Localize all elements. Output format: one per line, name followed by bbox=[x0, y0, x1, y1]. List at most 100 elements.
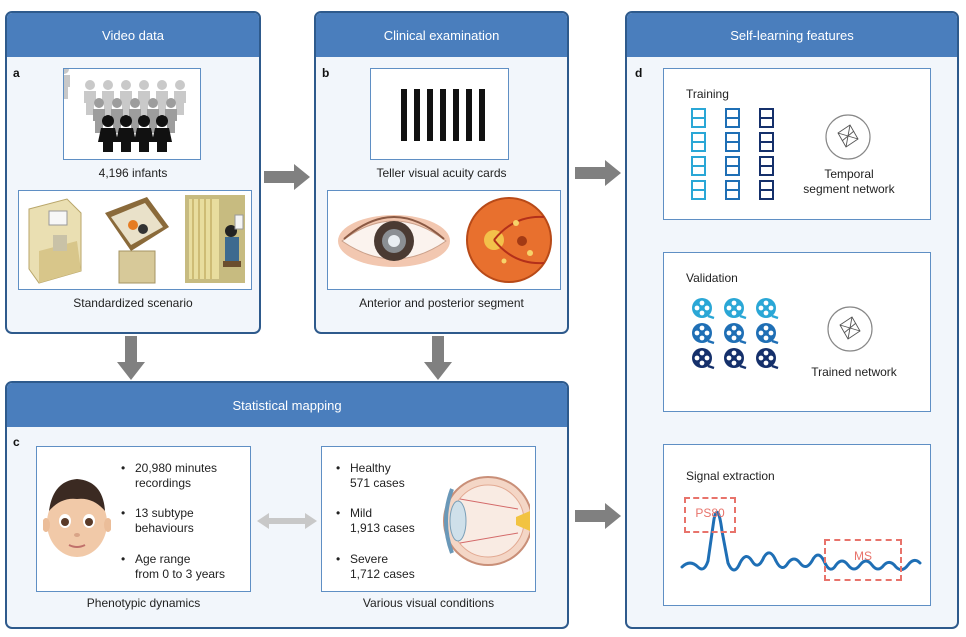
bullet-item: • Age range from 0 to 3 years bbox=[121, 552, 225, 582]
panel-header: Clinical examination bbox=[316, 13, 567, 57]
film-reel-item-icon bbox=[692, 323, 715, 345]
ps80-tag: PS80 bbox=[695, 506, 725, 520]
bullet-line1: Age range bbox=[135, 552, 191, 566]
film-frame-icon bbox=[725, 156, 740, 176]
panel-self-learning: Self-learning features d Training Tempor… bbox=[625, 11, 959, 629]
film-frame-icon bbox=[725, 180, 740, 200]
film-reel-item-icon bbox=[756, 298, 779, 320]
bullet-line2: 1,712 cases bbox=[350, 567, 415, 581]
arrow-b-to-c bbox=[424, 336, 452, 380]
film-frame-icon bbox=[759, 180, 774, 200]
teller-card-icon bbox=[401, 89, 485, 141]
film-frame-icon bbox=[691, 180, 706, 200]
training-box: Training Temporal segment network bbox=[663, 68, 931, 220]
film-reel-item-icon bbox=[692, 348, 715, 370]
bullet-item: • 13 subtype behaviours bbox=[121, 506, 194, 536]
panel-header: Video data bbox=[7, 13, 259, 57]
segment-caption: Anterior and posterior segment bbox=[359, 296, 524, 310]
panel-clinical-examination: Clinical examination b Teller visual acu… bbox=[314, 11, 569, 334]
film-strip-icon bbox=[691, 108, 774, 200]
film-reel-item-icon bbox=[692, 298, 715, 320]
training-network-label: Temporal segment network bbox=[794, 167, 904, 197]
network-icon bbox=[825, 114, 871, 160]
validation-title: Validation bbox=[686, 271, 738, 285]
phenotype-caption: Phenotypic dynamics bbox=[86, 596, 201, 610]
teller-card-box bbox=[370, 68, 509, 160]
film-reel-item-icon bbox=[756, 323, 779, 345]
conditions-caption: Various visual conditions bbox=[362, 596, 495, 610]
film-frame-icon bbox=[691, 108, 706, 128]
bullet-line2: recordings bbox=[135, 476, 192, 490]
signal-title: Signal extraction bbox=[686, 469, 775, 483]
film-reel-item-icon bbox=[756, 348, 779, 370]
panel-header: Self-learning features bbox=[627, 13, 957, 57]
film-reel-icon bbox=[692, 298, 779, 370]
eye-crosssection-illustration bbox=[443, 476, 530, 566]
film-frame-icon bbox=[759, 156, 774, 176]
bullet-dot: • bbox=[121, 461, 126, 475]
bullet-line1: 13 subtype bbox=[135, 506, 194, 520]
bullet-dot: • bbox=[121, 552, 126, 566]
bullet-dot: • bbox=[121, 506, 126, 520]
arrow-a-to-c bbox=[117, 336, 145, 380]
bullet-item: • Healthy 571 cases bbox=[336, 461, 405, 491]
infants-caption: 4,196 infants bbox=[98, 166, 168, 180]
bullet-item: • 20,980 minutes recordings bbox=[121, 461, 217, 491]
film-frame-icon bbox=[759, 132, 774, 152]
double-arrow-icon bbox=[257, 513, 317, 529]
bullet-line1: Healthy bbox=[350, 461, 391, 475]
network-label-line2: segment network bbox=[803, 182, 895, 196]
bullet-line2: 1,913 cases bbox=[350, 521, 415, 535]
signal-box: Signal extraction PS80 MS bbox=[663, 444, 931, 606]
room-scene-illustration bbox=[28, 195, 245, 284]
network-icon bbox=[827, 306, 873, 352]
infants-box bbox=[58, 64, 201, 160]
arrow-c-to-d bbox=[575, 503, 621, 529]
eye-anterior-illustration bbox=[338, 215, 450, 267]
bullet-line1: Severe bbox=[350, 552, 389, 566]
arrow-b-to-d bbox=[575, 160, 621, 186]
bullet-item: • Mild 1,913 cases bbox=[336, 506, 415, 536]
panel-statistical-mapping: Statistical mapping c • 20,980 minutes r… bbox=[5, 381, 569, 629]
bullet-line2: 571 cases bbox=[350, 476, 405, 490]
ps80-tag-box bbox=[684, 497, 736, 533]
film-frame-icon bbox=[691, 156, 706, 176]
bullet-line2: behaviours bbox=[135, 521, 194, 535]
film-frame-icon bbox=[691, 132, 706, 152]
bullet-item: • Severe 1,712 cases bbox=[336, 552, 415, 582]
scenario-box bbox=[18, 190, 252, 290]
signal-waveform bbox=[680, 510, 922, 572]
ms-tag: MS bbox=[854, 549, 872, 563]
bullet-dot: • bbox=[336, 506, 341, 520]
panel-letter: b bbox=[322, 66, 330, 80]
segment-box bbox=[327, 190, 561, 290]
film-frame-icon bbox=[725, 132, 740, 152]
people-group-icon bbox=[58, 64, 186, 152]
arrow-a-to-b bbox=[264, 164, 310, 190]
film-frame-icon bbox=[759, 108, 774, 128]
panel-letter: c bbox=[13, 435, 20, 449]
bullet-dot: • bbox=[336, 552, 341, 566]
film-reel-item-icon bbox=[724, 348, 747, 370]
network-label-line1: Temporal bbox=[824, 167, 874, 181]
panel-letter: a bbox=[13, 66, 20, 80]
fundus-illustration bbox=[466, 197, 552, 283]
bullet-line2: from 0 to 3 years bbox=[135, 567, 226, 581]
conditions-box: • Healthy 571 cases • Mild 1,913 cases •… bbox=[321, 446, 536, 592]
film-reel-item-icon bbox=[724, 298, 747, 320]
panel-letter: d bbox=[635, 66, 643, 80]
film-reel-item-icon bbox=[724, 323, 747, 345]
validation-network-label: Trained network bbox=[811, 365, 897, 379]
film-frame-icon bbox=[725, 108, 740, 128]
bullet-line1: 20,980 minutes bbox=[135, 461, 218, 475]
scenario-caption: Standardized scenario bbox=[73, 296, 193, 310]
cards-caption: Teller visual acuity cards bbox=[376, 166, 507, 180]
validation-box: Validation Trained network bbox=[663, 252, 931, 412]
training-title: Training bbox=[686, 87, 729, 101]
phenotype-box: • 20,980 minutes recordings • 13 subtype… bbox=[36, 446, 251, 592]
bullet-dot: • bbox=[336, 461, 341, 475]
panel-video-data: Video data a bbox=[5, 11, 261, 334]
infant-face-illustration bbox=[43, 479, 111, 557]
ms-tag-box bbox=[824, 539, 902, 581]
bullet-line1: Mild bbox=[350, 506, 373, 520]
